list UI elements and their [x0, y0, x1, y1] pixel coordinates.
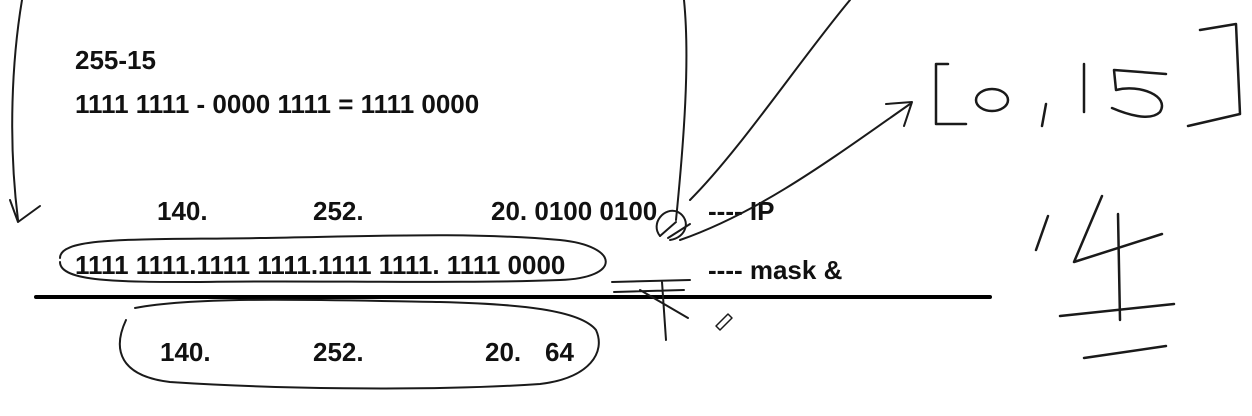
result-octet-3: 20. [485, 337, 522, 367]
range-zero [974, 87, 1010, 113]
range-right-bracket [1186, 22, 1242, 128]
result-octet-1: 140. [160, 337, 211, 367]
range-left-bracket [934, 62, 968, 126]
mask-circle [59, 234, 607, 283]
ip-octet-1: 140. [157, 196, 208, 226]
left-arrow-head [9, 199, 41, 223]
count-underline [1058, 302, 1176, 360]
mask-bits: 1111 1111.1111 1111.1111 1111. 1111 0000 [75, 250, 566, 280]
ip-octet-2: 252. [313, 196, 364, 226]
result-circle [118, 298, 600, 390]
ip-octet-3-4: 20. 0100 0100 [491, 196, 658, 226]
result-octet-2: 252. [313, 337, 364, 367]
equation-line-2: 1111 1111 - 0000 1111 = 1111 0000 [75, 89, 480, 119]
range-arrow-head [885, 101, 913, 127]
count-one [1034, 214, 1050, 252]
pointer-loop [655, 209, 687, 241]
mask-zero-marker [611, 279, 691, 341]
vertical-pointer-line [675, 0, 688, 221]
range-arrow [679, 103, 911, 241]
pen-cursor-icon [715, 313, 733, 331]
diagonal-stroke [689, 0, 851, 201]
mask-label: ---- mask & [708, 255, 843, 285]
range-five [1110, 68, 1168, 118]
equation-line-1: 255-15 [75, 45, 156, 75]
range-comma [1040, 102, 1048, 128]
pointer-tick-lines [659, 221, 691, 239]
result-octet-4: 64 [545, 337, 574, 367]
count-four [1072, 194, 1164, 322]
left-arrow-curve [11, 0, 23, 221]
